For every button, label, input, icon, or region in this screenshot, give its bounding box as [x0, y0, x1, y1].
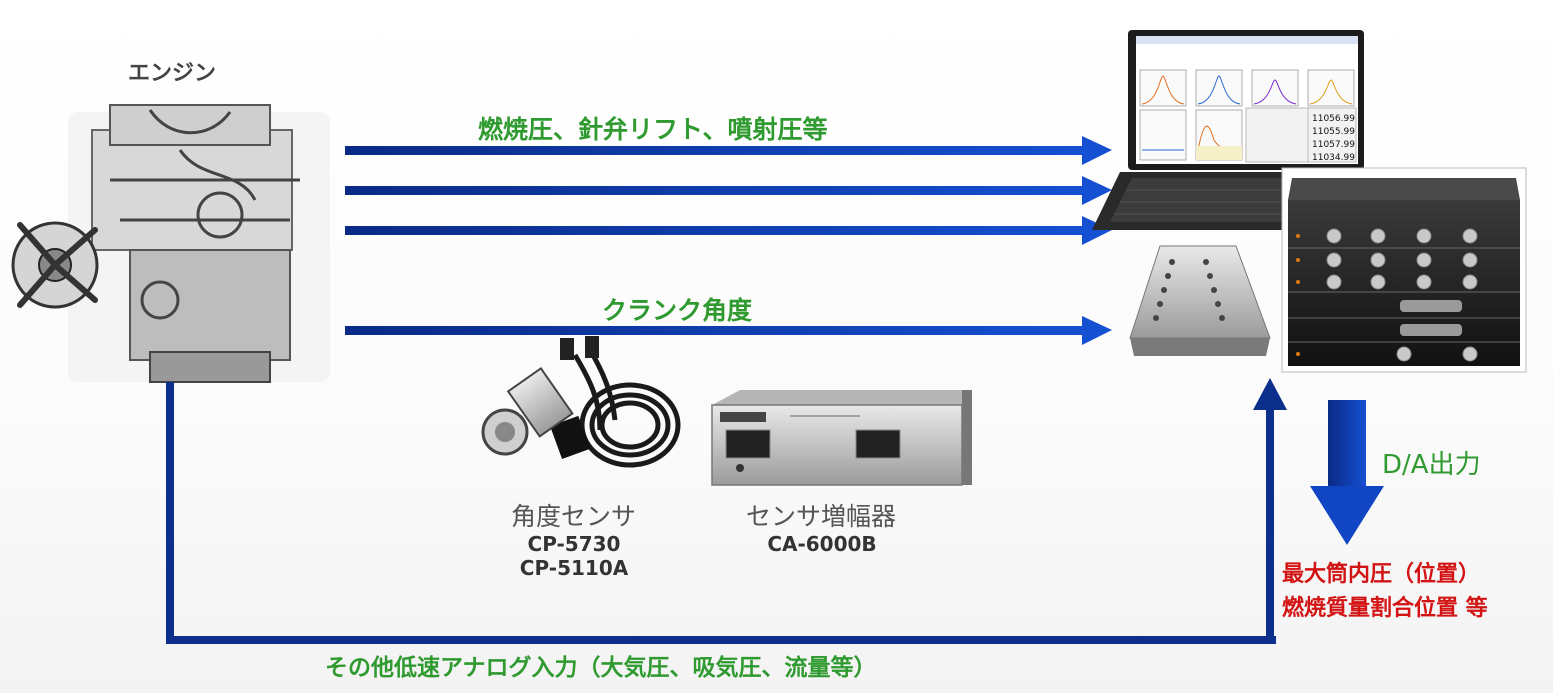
low-speed-input-label: その他低速アナログ入力（大気圧、吸気圧、流量等） [325, 655, 877, 681]
sensor-model-2: CP-5110A [519, 556, 629, 580]
screen-readout-3: 11057.99 [1312, 140, 1355, 150]
sensor-amplifier-image [711, 390, 972, 486]
screen-readout-2: 11055.99 [1312, 127, 1355, 137]
screen-readout-4: 11034.99 [1312, 153, 1355, 163]
signal-arrows [345, 136, 1112, 345]
amplifier-title: センサ増幅器 [746, 502, 897, 531]
result-label-max-pressure: 最大筒内圧（位置） [1282, 562, 1481, 587]
sensor-model-1: CP-5730 [527, 532, 621, 556]
screen-readout-1: 11056.99 [1312, 114, 1355, 124]
signal-label-combustion: 燃焼圧、針弁リフト、噴射圧等 [478, 115, 828, 144]
engine-image [11, 104, 330, 383]
arrow-signal-3 [345, 216, 1112, 245]
da-output-label: D/A出力 [1382, 450, 1481, 480]
arrow-combustion-pressure [345, 136, 1112, 165]
result-label-mass-fraction: 燃焼質量割合位置 等 [1282, 596, 1488, 621]
arrow-crank-angle [345, 316, 1112, 345]
arrow-signal-2 [345, 176, 1112, 205]
amplifier-model: CA-6000B [767, 532, 877, 556]
breakout-box-image [1129, 245, 1271, 356]
angle-sensor-image [481, 336, 681, 468]
sensor-title: 角度センサ [511, 502, 637, 531]
signal-label-crank-angle: クランク角度 [602, 296, 753, 325]
data-acquisition-unit-image [1281, 167, 1527, 373]
engine-label: エンジン [128, 61, 217, 86]
low-speed-input-path [166, 378, 1287, 644]
da-output-arrow [1310, 400, 1384, 545]
